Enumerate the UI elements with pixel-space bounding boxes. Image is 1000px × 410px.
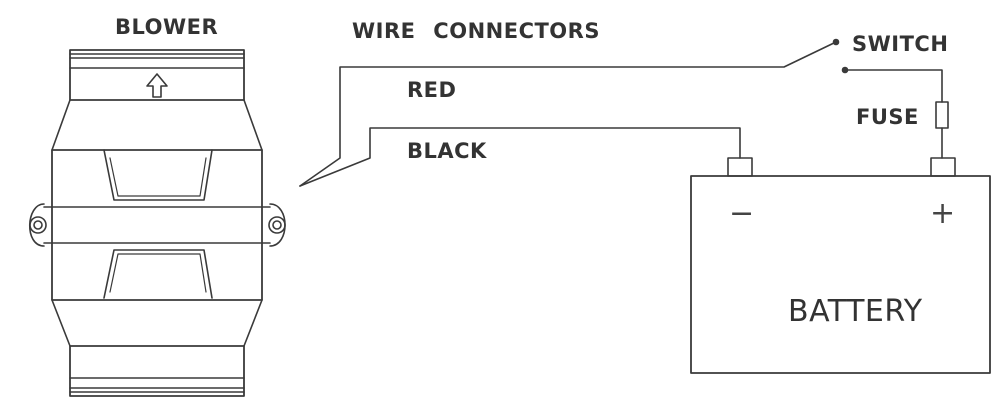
battery	[690, 157, 991, 374]
fuse-label: FUSE	[856, 105, 919, 129]
switch-label: SWITCH	[852, 32, 949, 56]
red-wire-label: RED	[407, 78, 457, 102]
black-wire	[299, 127, 741, 187]
positive-sign: +	[930, 196, 956, 231]
blower-label: BLOWER	[115, 15, 219, 39]
black-wire-label: BLACK	[407, 139, 487, 163]
positive-terminal	[930, 157, 956, 177]
switch-contact-upper	[832, 38, 840, 46]
battery-label: BATTERY	[788, 294, 923, 329]
positive-lead	[844, 69, 943, 103]
blower-fan	[29, 49, 286, 397]
negative-terminal	[727, 157, 753, 177]
fuse-icon	[935, 101, 949, 129]
airflow-arrow-icon	[146, 73, 168, 98]
negative-sign: −	[729, 196, 755, 231]
wire-connectors-label: WIRE CONNECTORS	[352, 19, 600, 43]
red-wire	[299, 41, 837, 187]
